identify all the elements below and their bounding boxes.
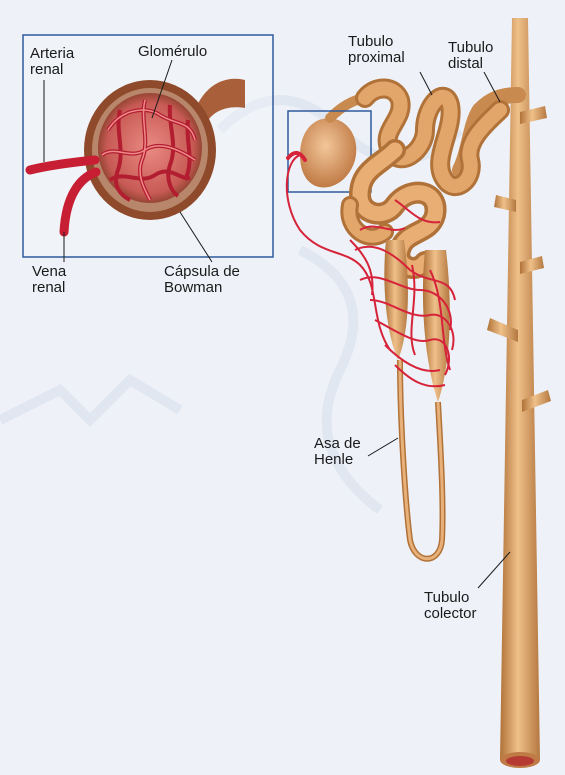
label-line: distal bbox=[448, 56, 493, 72]
label-line: Cápsula de bbox=[164, 264, 240, 280]
collecting-duct bbox=[487, 18, 551, 768]
label-line: Henle bbox=[314, 452, 361, 468]
label-line: Tubulo bbox=[424, 590, 477, 606]
label-capsula-bowman: Cápsula de Bowman bbox=[164, 264, 240, 296]
label-tubulo-proximal: Tubulo proximal bbox=[348, 34, 405, 66]
label-tubulo-colector: Tubulo colector bbox=[424, 590, 477, 622]
label-line: Asa de bbox=[314, 436, 361, 452]
label-line: Tubulo bbox=[448, 40, 493, 56]
label-tubulo-distal: Tubulo distal bbox=[448, 40, 493, 72]
label-line: renal bbox=[32, 280, 66, 296]
label-line: colector bbox=[424, 606, 477, 622]
label-line: Tubulo bbox=[348, 34, 405, 50]
label-line: proximal bbox=[348, 50, 405, 66]
label-asa-henle: Asa de Henle bbox=[314, 436, 361, 468]
label-vena-renal: Vena renal bbox=[32, 264, 66, 296]
label-line: renal bbox=[30, 62, 74, 78]
label-line: Vena bbox=[32, 264, 66, 280]
label-arteria-renal: Arteria renal bbox=[30, 46, 74, 78]
label-line: Arteria bbox=[30, 46, 74, 62]
label-glomerulo: Glomérulo bbox=[138, 44, 207, 60]
label-line: Bowman bbox=[164, 280, 240, 296]
